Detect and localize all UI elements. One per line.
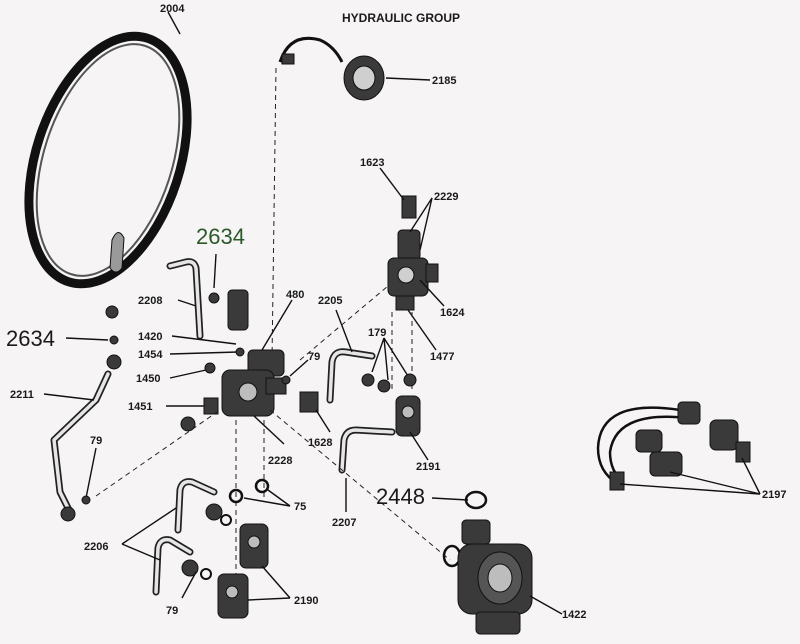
label-2448: 2448: [376, 484, 425, 509]
leader-1623: [379, 167, 405, 201]
part-2206-tubes: [152, 478, 232, 596]
label-2004: 2004: [160, 3, 185, 15]
part-valve-assembly-right: [387, 195, 439, 311]
leader-2190-b: [247, 597, 291, 601]
label-480: 480: [286, 289, 304, 301]
diagram-title: HYDRAULIC GROUP: [342, 11, 460, 25]
leader-1420: [171, 335, 237, 345]
label-2185: 2185: [432, 75, 456, 87]
leader-179-c: [383, 337, 409, 377]
part-2190-valves: [217, 523, 269, 619]
label-2634-left: 2634: [6, 326, 55, 351]
part-2211-pipe: [50, 370, 112, 522]
label-2206: 2206: [84, 541, 108, 553]
label-179: 179: [368, 327, 386, 339]
label-1477: 1477: [430, 351, 454, 363]
label-1623: 1623: [360, 157, 384, 169]
leader-2634-top: [213, 253, 217, 289]
label-1420: 1420: [138, 331, 162, 343]
leader-2185: [385, 77, 431, 81]
leader-2448: [431, 497, 469, 501]
leader-2004: [167, 11, 181, 35]
leader-79-bottom: [181, 571, 197, 599]
part-2197-cable-harness: [596, 401, 751, 491]
leader-2229-a: [409, 197, 433, 233]
leader-179-a: [371, 337, 385, 373]
leader-2211: [43, 393, 95, 401]
label-2191: 2191: [416, 461, 440, 473]
leader-480: [261, 299, 293, 351]
label-1450: 1450: [136, 373, 160, 385]
part-1422-circulation-pump: [457, 519, 533, 635]
label-2207: 2207: [332, 517, 356, 529]
label-2211: 2211: [10, 389, 34, 401]
leader-179-b: [383, 337, 389, 381]
leader-1450: [169, 369, 207, 379]
leader-2206-b: [121, 543, 161, 561]
leader-79-center: [289, 359, 309, 377]
leader-1454: [169, 351, 239, 355]
label-79-center: 79: [308, 351, 320, 363]
label-2197: 2197: [762, 489, 786, 501]
leader-1628: [315, 409, 331, 433]
leader-75-b: [267, 489, 291, 507]
label-1454: 1454: [138, 349, 163, 361]
label-1624: 1624: [440, 307, 465, 319]
part-1628-tube: [338, 426, 396, 474]
leader-79-left: [85, 447, 97, 499]
leader-2205: [335, 309, 353, 353]
label-1628: 1628: [308, 437, 332, 449]
leader-1624: [419, 279, 445, 307]
label-79-bottom: 79: [166, 605, 178, 617]
label-2229: 2229: [434, 191, 458, 203]
label-1451: 1451: [128, 401, 152, 413]
label-2208: 2208: [138, 295, 162, 307]
leader-2634-left: [65, 337, 109, 341]
leader-2197-b: [669, 471, 761, 495]
leader-2197-c: [741, 457, 761, 495]
leader-1477: [407, 309, 437, 351]
leader-2197-a: [619, 483, 761, 495]
leader-75-a: [243, 497, 291, 507]
part-2205-tube: [326, 348, 376, 404]
label-2190: 2190: [294, 595, 318, 607]
label-79-left: 79: [90, 435, 102, 447]
leader-2208: [177, 299, 197, 307]
leader-2191: [409, 431, 429, 461]
leader-1422: [529, 595, 563, 615]
part-480-valve-body: [221, 289, 287, 417]
leader-2190-a: [261, 565, 291, 599]
label-75: 75: [294, 501, 306, 513]
label-2205: 2205: [318, 295, 342, 307]
leader-2228: [253, 415, 285, 445]
leader-2206-a: [121, 507, 177, 545]
part-2191-valve: [395, 395, 421, 437]
part-2185-pressure-gauge: [278, 36, 385, 101]
part-2208-tube: [166, 258, 204, 340]
label-2634-top: 2634: [196, 224, 245, 249]
part-2004-cover-ring: [24, 31, 192, 289]
label-1422: 1422: [562, 609, 586, 621]
leader-2229-b: [419, 197, 433, 251]
label-2228: 2228: [268, 455, 292, 467]
